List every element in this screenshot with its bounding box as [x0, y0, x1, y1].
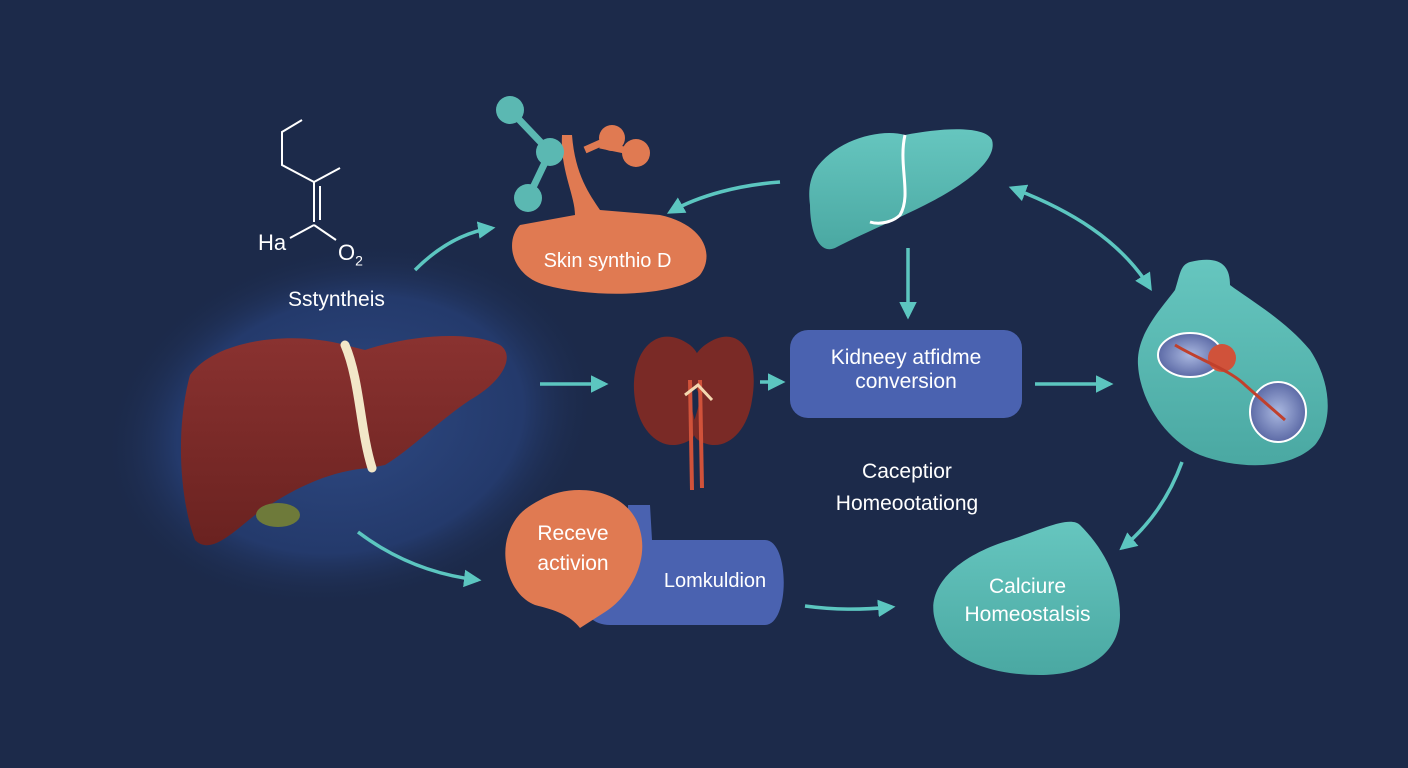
cell-icon — [1137, 259, 1328, 466]
liver-icon — [809, 129, 993, 250]
atom-label-o: O — [338, 240, 356, 265]
activation-shapes — [505, 490, 784, 628]
arrow-liver-to-skin — [666, 180, 781, 214]
calcium-homeostasis-shape — [933, 521, 1120, 675]
arrow-synthesis-to-skin — [413, 221, 496, 272]
receve-line1: Receve — [537, 522, 609, 545]
arrow-lomkuldion-to-calcium — [804, 599, 896, 618]
atom-label-o2: O2 — [338, 240, 363, 268]
calcium-homeostasis-label: Calciure Homeostalsis — [935, 575, 1120, 627]
skin-synthesis-label: Skin synthio D — [543, 250, 672, 272]
calcium-line2: Homeostalsis — [964, 603, 1091, 627]
atom-label-ha: Ha — [258, 230, 287, 255]
receve-line2: activion — [537, 552, 609, 576]
kidney-conversion-line2: conversion — [855, 370, 957, 394]
arrow-liver-to-receve — [356, 530, 482, 588]
atom-subscript: 2 — [355, 252, 363, 269]
kidney-conversion-label: Kidneey atfidme conversion — [790, 346, 1022, 394]
caception-line1: Caceptior — [862, 460, 952, 483]
synthesis-label: Sstyntheis — [288, 288, 385, 311]
liver-icon — [180, 335, 507, 546]
kidney-conversion-box — [790, 330, 1022, 418]
arrow-liver-to-bone — [1008, 184, 1152, 291]
molecule-tree-icon — [496, 96, 707, 294]
chemical-structure — [281, 119, 341, 241]
kidney-conversion-line1: Kidneey atfidme — [830, 346, 982, 369]
kidney-icon — [633, 336, 754, 491]
lomkuldion-label: Lomkuldion — [663, 570, 767, 592]
arrow-bone-to-calcium — [1119, 461, 1184, 551]
calcium-line1: Calciure — [988, 575, 1067, 598]
flow-arrows — [356, 180, 1184, 618]
receve-activion-label: Receve activion — [508, 522, 638, 576]
caception-label: Caceptior Homeootationg — [812, 460, 1002, 516]
caception-line2: Homeootationg — [835, 492, 979, 516]
